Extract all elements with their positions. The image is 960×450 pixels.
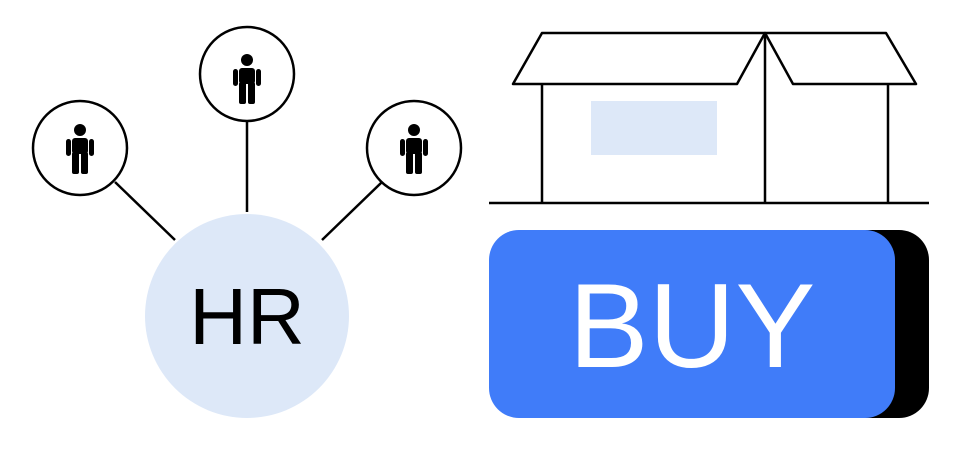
buy-button-face[interactable] <box>489 230 895 418</box>
box-right-flap <box>763 31 918 86</box>
person-node-left <box>31 99 129 197</box>
box-left-flap <box>511 31 767 86</box>
person-icon <box>233 54 261 104</box>
connector-line-right <box>321 181 383 241</box>
hr-hub: HR <box>145 214 349 418</box>
box-window <box>591 101 717 155</box>
hr-hub-circle <box>145 214 349 418</box>
connector-line-left <box>114 181 176 241</box>
person-node-center <box>198 25 296 123</box>
buy-button-label: BUY <box>569 259 816 393</box>
person-icon <box>400 124 428 174</box>
person-node-right <box>365 99 463 197</box>
open-box-icon <box>489 31 929 205</box>
person-icon <box>66 124 94 174</box>
buy-button[interactable]: BUY <box>489 230 929 418</box>
hr-hub-label: HR <box>189 272 305 361</box>
